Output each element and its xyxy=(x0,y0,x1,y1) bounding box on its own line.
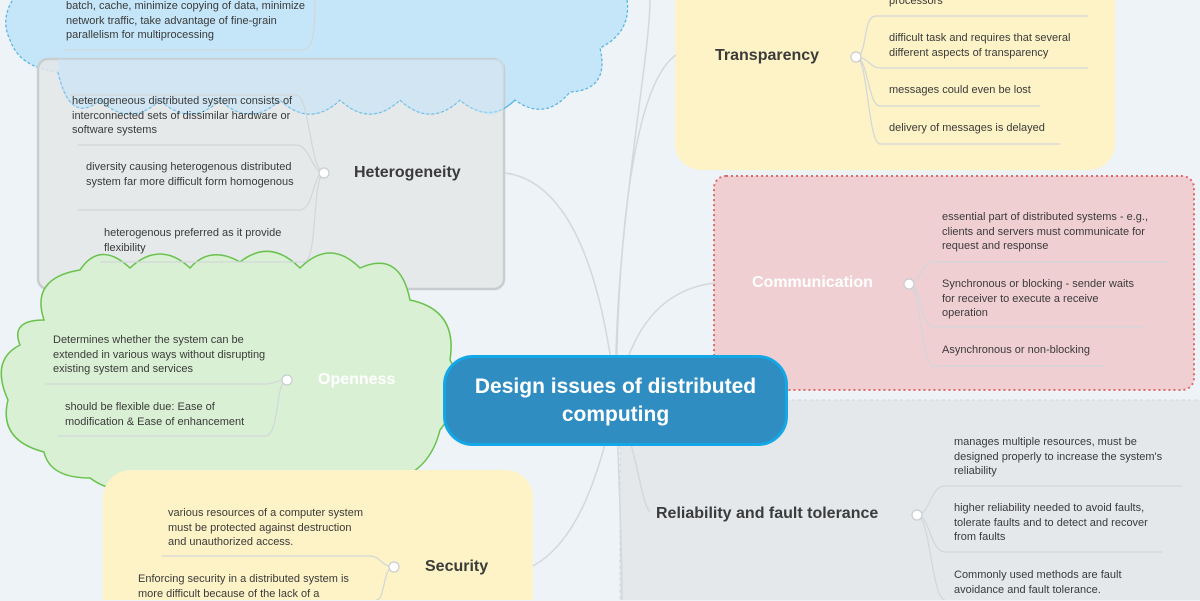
performance-cloud-overlap xyxy=(58,59,504,115)
reliability-note-2: higher reliability needed to avoid fault… xyxy=(954,502,1148,543)
reliability-note-1: manages multiple resources, must be desi… xyxy=(954,436,1163,477)
communication-topic-title[interactable]: Communication xyxy=(752,274,873,291)
reliability-note-3: Commonly used methods are fault avoidanc… xyxy=(954,569,1122,596)
heterogeneity-note-1: heterogeneous distributed system consist… xyxy=(72,95,293,136)
openness-note-1: Determines whether the system can be ext… xyxy=(53,334,266,375)
reliability-topic-box xyxy=(619,399,1200,600)
transparency-note-2: difficult task and requires that several… xyxy=(889,32,1071,59)
performance-note-1: batch, cache, minimize copying of data, … xyxy=(66,0,306,41)
transparency-topic-title[interactable]: Transparency xyxy=(715,47,820,64)
transparency-note-4: delivery of messages is delayed xyxy=(889,122,1045,134)
security-note-1: various resources of a computer system m… xyxy=(168,507,364,548)
communication-note-2: Synchronous or blocking - sender waits f… xyxy=(942,278,1134,319)
communication-note-3: Asynchronous or non-blocking xyxy=(942,344,1090,356)
security-topic-title[interactable]: Security xyxy=(425,558,489,575)
security-note-2: Enforcing security in a distributed syst… xyxy=(138,573,349,600)
heterogeneity-topic-title[interactable]: Heterogeneity xyxy=(354,164,461,181)
heterogeneity-note-2: diversity causing heterogenous distribut… xyxy=(86,161,294,188)
transparency-note-1: processors xyxy=(889,0,943,7)
heterogeneity-note-3: heterogenous preferred as it provide fle… xyxy=(104,227,282,254)
security-topic-box xyxy=(103,470,533,600)
communication-topic-box xyxy=(713,175,1195,391)
openness-note-2: should be flexible due: Ease of modifica… xyxy=(65,401,245,428)
reliability-topic-title[interactable]: Reliability and fault tolerance xyxy=(656,505,879,522)
central-topic[interactable]: Design issues of distributed computing xyxy=(443,355,788,446)
transparency-topic-box xyxy=(675,0,1115,170)
branch-knots xyxy=(281,51,923,573)
openness-topic-title[interactable]: Openness xyxy=(318,371,396,388)
openness-topic-cloud xyxy=(0,250,459,491)
central-topic-title: Design issues of distributed computing xyxy=(474,374,757,426)
transparency-note-3: messages could even be lost xyxy=(889,84,1031,96)
communication-note-1: essential part of distributed systems - … xyxy=(942,211,1149,252)
